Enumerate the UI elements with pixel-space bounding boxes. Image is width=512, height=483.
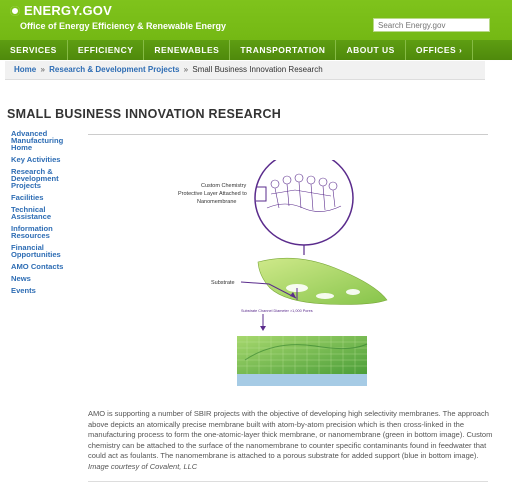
nanomembrane-diagram: Custom Chemistry Protective Layer Attach…	[178, 150, 388, 386]
blue-substrate	[237, 374, 367, 386]
molecule-icon	[266, 173, 342, 212]
main-nav: SERVICES EFFICIENCY RENEWABLES TRANSPORT…	[0, 40, 512, 60]
nav-transportation[interactable]: TRANSPORTATION	[230, 40, 337, 60]
bottom-membrane	[237, 336, 367, 374]
sidebar-nav: Advanced Manufacturing Home Key Activiti…	[11, 130, 81, 299]
label-chemistry-1: Custom Chemistry	[201, 183, 246, 189]
office-name[interactable]: Office of Energy Efficiency & Renewable …	[20, 21, 227, 31]
sidebar-item-amo-contacts[interactable]: AMO Contacts	[11, 262, 64, 271]
label-chemistry-2: Protective Layer Attached to	[178, 191, 247, 197]
membrane-grid	[237, 336, 367, 374]
logo-icon	[10, 5, 20, 16]
nav-offices[interactable]: OFFICES ›	[406, 40, 474, 60]
chemistry-circle	[254, 150, 354, 246]
arrow-head	[290, 292, 296, 298]
nav-services[interactable]: SERVICES	[0, 40, 68, 60]
label-channel: Substrate Channel Diameter >1,000 Pores	[241, 309, 313, 313]
breadcrumb-home[interactable]: Home	[14, 65, 37, 74]
membrane-pore	[316, 293, 334, 299]
sidebar-item-information-resources[interactable]: Information Resources	[11, 224, 53, 240]
sidebar-item-key-activities[interactable]: Key Activities	[11, 155, 61, 164]
breadcrumb-current: Small Business Innovation Research	[192, 65, 323, 74]
page-title: SMALL BUSINESS INNOVATION RESEARCH	[7, 107, 282, 121]
sidebar-item-technical-assistance[interactable]: Technical Assistance	[11, 205, 52, 221]
nanomembrane-figure: Custom Chemistry Protective Layer Attach…	[175, 150, 390, 390]
bottom-divider	[88, 481, 488, 482]
chemistry-bracket	[256, 186, 267, 202]
breadcrumb-separator: »	[183, 65, 189, 74]
breadcrumb-separator: »	[40, 65, 45, 74]
breadcrumb: Home » Research & Development Projects »…	[5, 61, 485, 80]
search-input[interactable]	[373, 18, 490, 32]
figure-caption: AMO is supporting a number of SBIR proje…	[88, 409, 493, 473]
energy-gov-logo[interactable]: ENERGY.GOV	[10, 3, 112, 18]
sidebar-item-amo-home[interactable]: Advanced Manufacturing Home	[11, 129, 64, 152]
membrane-curve	[244, 343, 368, 361]
sidebar-item-news[interactable]: News	[11, 274, 31, 283]
sidebar-item-facilities[interactable]: Facilities	[11, 193, 44, 202]
substrate-arrow	[240, 281, 297, 299]
label-substrate: Substrate	[211, 280, 235, 286]
caption-credit: Image courtesy of Covalent, LLC	[88, 461, 198, 471]
sidebar-item-financial-opportunities[interactable]: Financial Opportunities	[11, 243, 61, 259]
breadcrumb-rd-projects[interactable]: Research & Development Projects	[49, 65, 180, 74]
nav-about-us[interactable]: ABOUT US	[336, 40, 406, 60]
arrow-head	[260, 326, 266, 331]
title-divider	[88, 134, 488, 135]
membrane-pore	[346, 289, 360, 295]
sidebar-item-events[interactable]: Events	[11, 286, 36, 295]
logo-text: ENERGY.GOV	[24, 3, 112, 18]
nav-efficiency[interactable]: EFFICIENCY	[68, 40, 145, 60]
caption-body: AMO is supporting a number of SBIR proje…	[88, 409, 493, 461]
sidebar-item-rd-projects[interactable]: Research & Development Projects	[11, 167, 59, 190]
site-header: ENERGY.GOV Office of Energy Efficiency &…	[0, 0, 512, 40]
label-chemistry-3: Nanomembrane	[197, 199, 236, 205]
nav-renewables[interactable]: RENEWABLES	[144, 40, 231, 60]
